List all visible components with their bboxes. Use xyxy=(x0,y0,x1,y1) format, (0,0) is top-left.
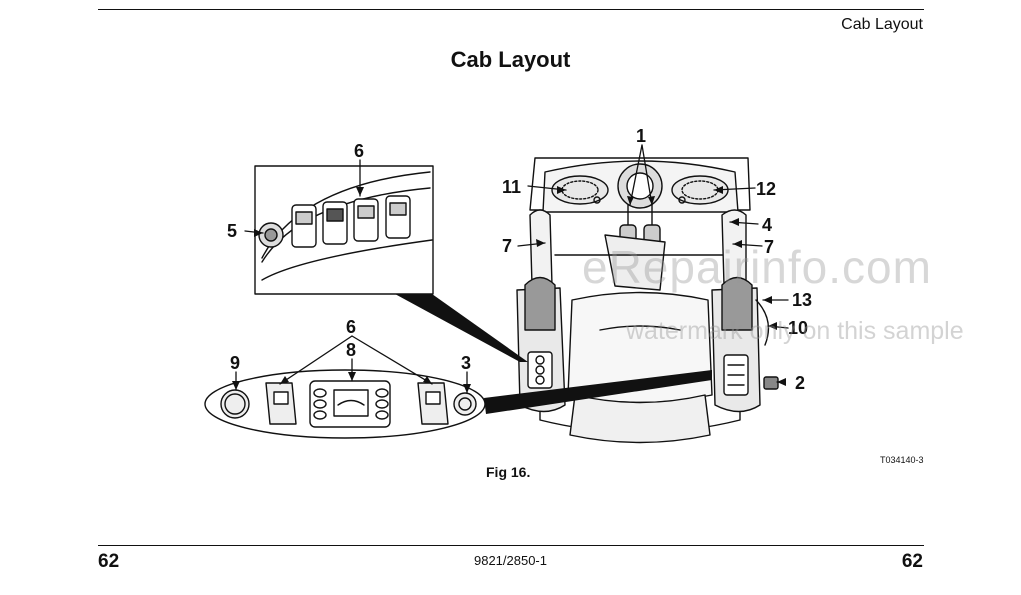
callout-6-lower: 6 xyxy=(346,317,356,337)
callout-7-right: 7 xyxy=(764,237,774,257)
figure-caption: Fig 16. xyxy=(486,464,531,480)
callout-8: 8 xyxy=(346,340,356,360)
page-title: Cab Layout xyxy=(450,47,571,72)
document-number: 9821/2850-1 xyxy=(473,553,547,568)
callout-3: 3 xyxy=(461,353,471,373)
callout-11: 11 xyxy=(502,177,521,197)
header-rule xyxy=(98,9,924,10)
console-oval-inset xyxy=(204,369,486,439)
arrowheads xyxy=(232,186,786,393)
callout-13: 13 xyxy=(792,290,812,310)
watermark-site: eRepairinfo.com xyxy=(582,241,932,293)
inset-connector-lower xyxy=(484,370,712,414)
callout-10: 10 xyxy=(788,318,808,338)
section-label: Cab Layout xyxy=(841,16,923,33)
callout-4: 4 xyxy=(762,215,772,235)
callout-5: 5 xyxy=(227,221,237,241)
switch-panel-inset xyxy=(254,165,434,295)
footer-rule xyxy=(98,545,924,546)
callout-2: 2 xyxy=(795,373,805,393)
watermark-note: watermark only on this sample xyxy=(626,317,964,345)
inset-connector-upper xyxy=(395,294,528,362)
page-number-right: 62 xyxy=(901,551,923,572)
callout-6-upper: 6 xyxy=(354,141,364,161)
callout-9: 9 xyxy=(230,353,240,373)
callout-labels: 1 2 3 4 5 6 6 7 7 8 9 10 11 12 13 xyxy=(227,126,812,393)
callout-7-left: 7 xyxy=(502,236,512,256)
figure-code: T034140-3 xyxy=(880,455,924,465)
cab-outline xyxy=(516,157,779,444)
callout-12: 12 xyxy=(756,179,776,199)
page-number-left: 62 xyxy=(98,551,120,572)
callout-1: 1 xyxy=(636,126,646,146)
